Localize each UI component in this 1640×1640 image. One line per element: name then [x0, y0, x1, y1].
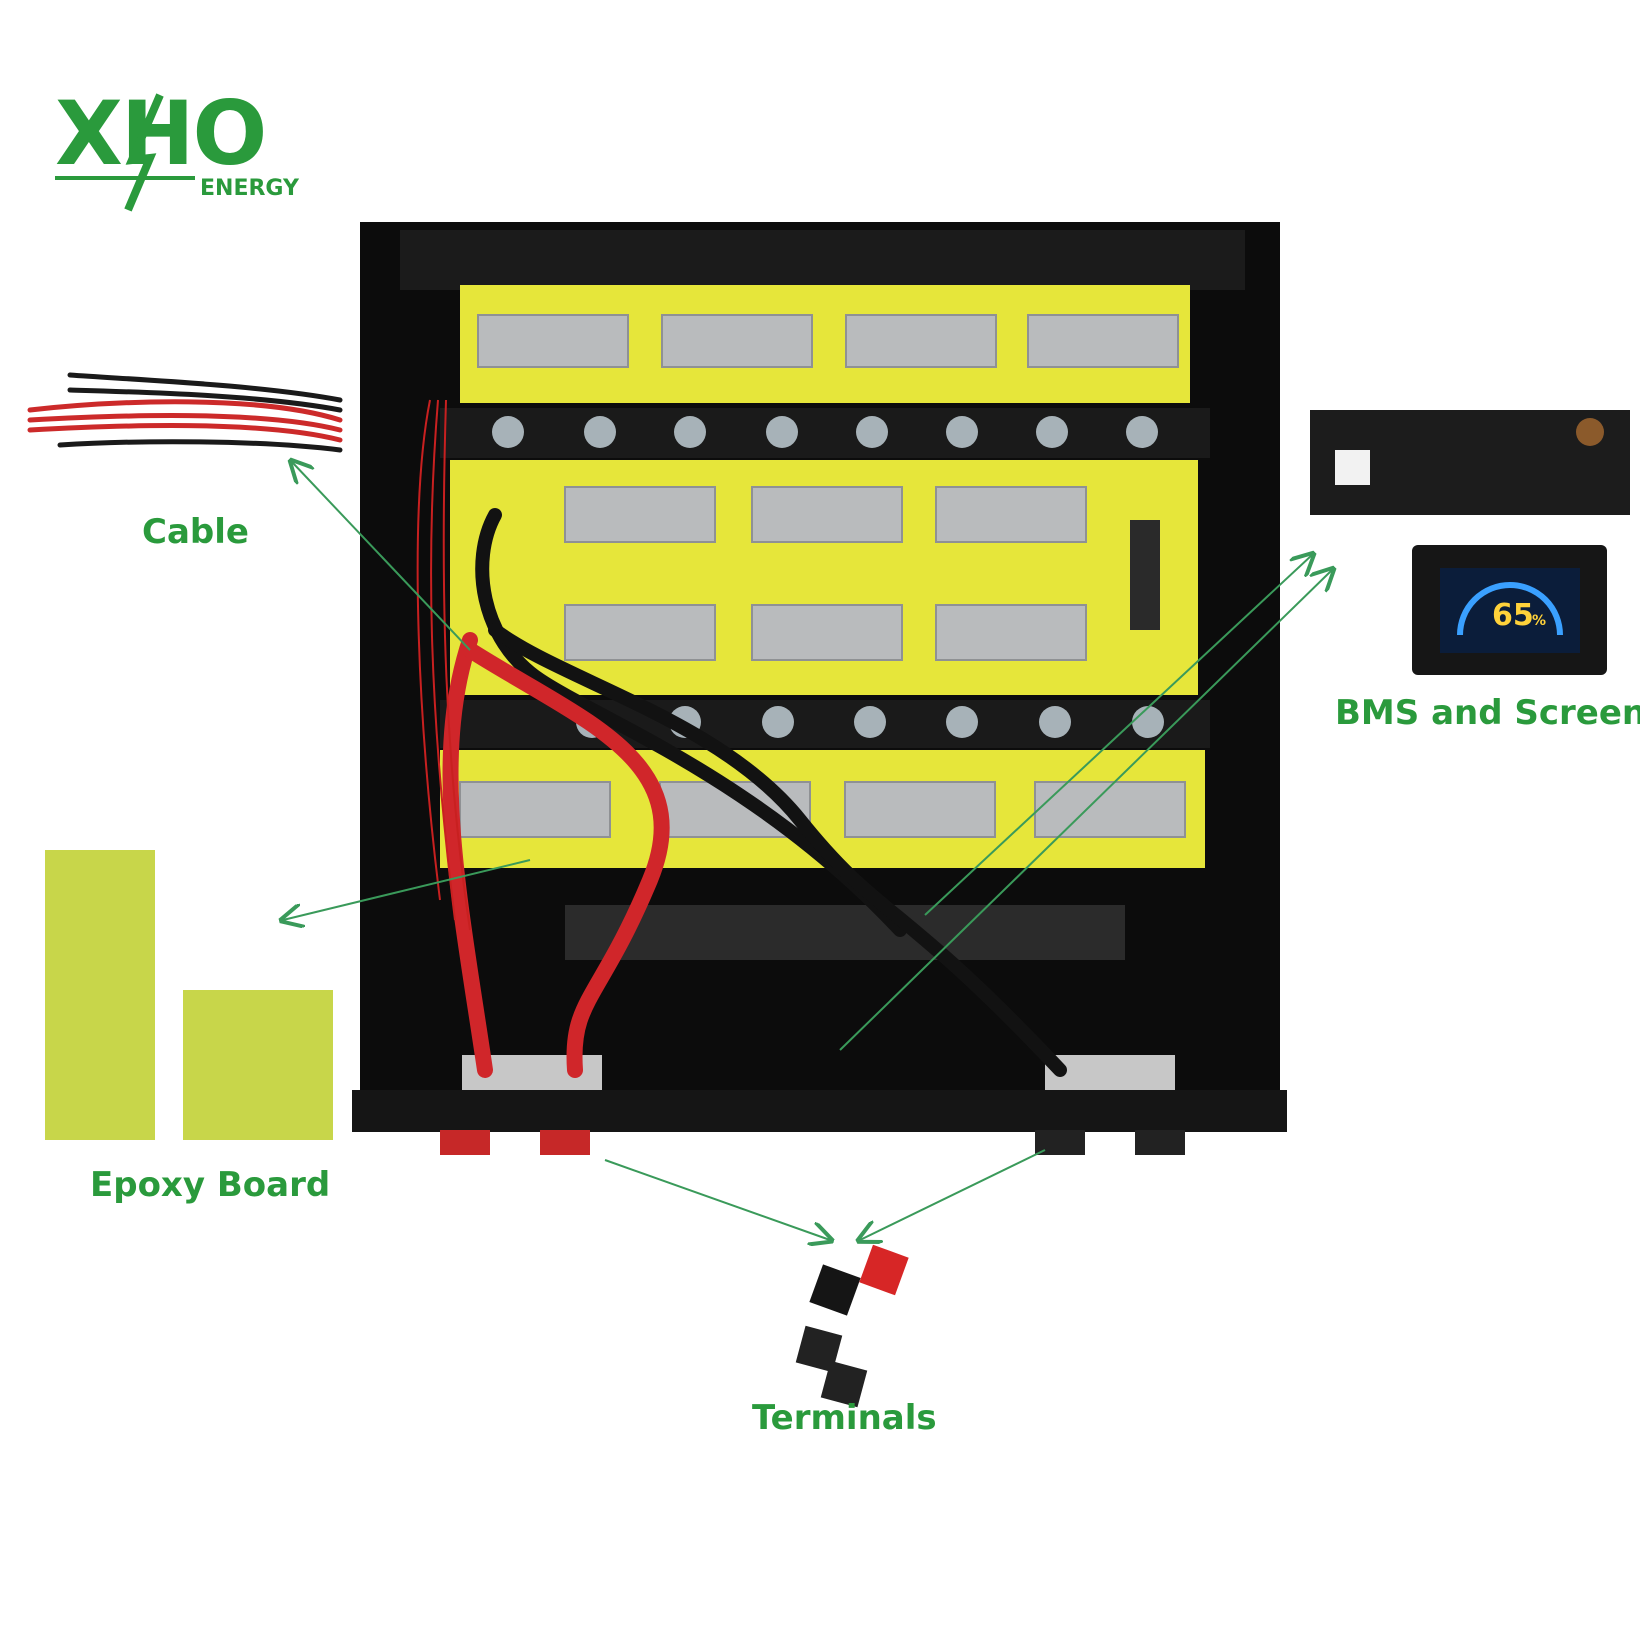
screen-soc-value: 65 — [1492, 598, 1534, 633]
arrow-bms-2 — [839, 570, 1332, 1051]
label-bms-and-screen: BMS and Screen — [1335, 693, 1640, 733]
front-terminals — [440, 1130, 1185, 1155]
bms-board-in-case — [565, 905, 1125, 960]
cable-accessory-image — [27, 372, 343, 453]
lcd-screen-image: 65 % — [1412, 545, 1607, 675]
terminal-busbar-right — [1045, 1055, 1175, 1090]
bms-board-image — [1310, 410, 1630, 515]
spacer-holes-1 — [492, 416, 1158, 448]
brand-logo-subtitle: ENERGY — [200, 176, 299, 201]
logo-lightning-icon — [124, 93, 164, 212]
brand-logo: XHO — [55, 82, 267, 185]
red-cable-1 — [442, 632, 493, 1078]
spacer-bar-1 — [440, 408, 1210, 458]
label-cable: Cable — [142, 512, 249, 552]
arrow-bms-1 — [924, 555, 1312, 916]
screen-soc-unit: % — [1532, 613, 1546, 629]
arrow-terminals-right — [860, 1149, 1046, 1240]
cell-row-2 — [450, 460, 1198, 695]
red-cable-2 — [462, 642, 670, 1078]
black-cable-2 — [488, 623, 1067, 1077]
terminals-accessory-image — [795, 1244, 909, 1408]
label-terminals: Terminals — [752, 1398, 937, 1438]
sense-wires — [416, 399, 471, 931]
arrow-cable — [292, 462, 471, 651]
arrow-terminals-left — [604, 1159, 830, 1240]
black-cable-1 — [475, 508, 907, 937]
epoxy-board-image — [45, 850, 333, 1140]
arrow-epoxy — [283, 859, 531, 920]
label-epoxy-board: Epoxy Board — [90, 1165, 331, 1205]
cell-row-1 — [460, 285, 1190, 403]
